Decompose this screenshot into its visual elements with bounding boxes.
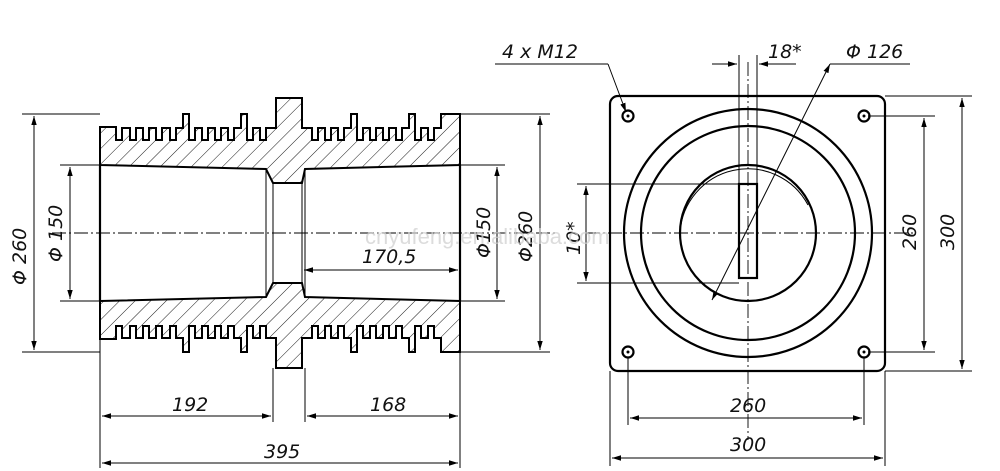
upper-wall-section xyxy=(99,97,461,184)
bolt-hole-icon xyxy=(621,109,635,123)
side-section-view: Φ 260 Φ 150 Φ150 Φ260 170,5 xyxy=(9,97,555,468)
dim-bolt-spacing-horizontal-label: 260 xyxy=(730,395,766,417)
dim-flange-vertical: 300 xyxy=(885,95,972,372)
dim-right-section-label: 168 xyxy=(370,394,406,416)
dim-slot-width: 18* xyxy=(712,41,802,184)
dim-slot-height-label: 10* xyxy=(563,221,585,255)
dim-bore-diameter-label: Φ 126 xyxy=(846,41,903,63)
dim-left-section-label: 192 xyxy=(172,394,208,416)
dim-inner-diameter-left: Φ 150 xyxy=(45,164,100,302)
dim-inner-diameter-label: Φ 150 xyxy=(45,205,67,262)
callout-bolts-label: 4 x M12 xyxy=(502,41,578,63)
dim-bore-length-label: 170,5 xyxy=(362,246,416,268)
dim-bolt-spacing-vertical-label: 260 xyxy=(899,214,921,250)
dim-inner-diameter-right: Φ150 xyxy=(460,164,505,302)
dim-total-length-label: 395 xyxy=(264,441,300,463)
dim-bore-length: 170,5 xyxy=(304,246,458,273)
callout-bolts: 4 x M12 xyxy=(495,41,627,113)
dim-total-length: 395 xyxy=(102,441,458,466)
dim-flange-horizontal: 300 xyxy=(609,371,886,466)
dim-slot-width-label: 18* xyxy=(768,41,802,63)
dim-flange-vertical-label: 300 xyxy=(937,214,959,250)
watermark: cnyufeng.en.alibaba.com xyxy=(365,224,610,249)
flange-plate xyxy=(608,94,887,373)
lower-wall-section xyxy=(99,282,461,369)
dim-bolt-spacing-vertical: 260 xyxy=(868,115,935,353)
dim-bolt-spacing-horizontal: 260 xyxy=(627,357,865,425)
dim-slot-height: 10* xyxy=(563,183,739,284)
dim-right-section: 168 xyxy=(307,394,458,419)
dim-bore-diameter: Φ 126 xyxy=(711,41,910,301)
dim-outer-diameter-right-label: Φ260 xyxy=(515,211,537,262)
dim-inner-diameter-right-label: Φ150 xyxy=(473,207,495,258)
front-view: 4 x M12 18* Φ 126 10* 260 xyxy=(495,41,972,466)
dim-outer-diameter-left: Φ 260 xyxy=(9,113,100,353)
dim-left-section: 192 xyxy=(102,394,271,419)
dim-outer-diameter-right: Φ260 xyxy=(460,113,550,353)
dim-outer-diameter-label: Φ 260 xyxy=(9,228,31,285)
dim-flange-horizontal-label: 300 xyxy=(730,434,766,456)
